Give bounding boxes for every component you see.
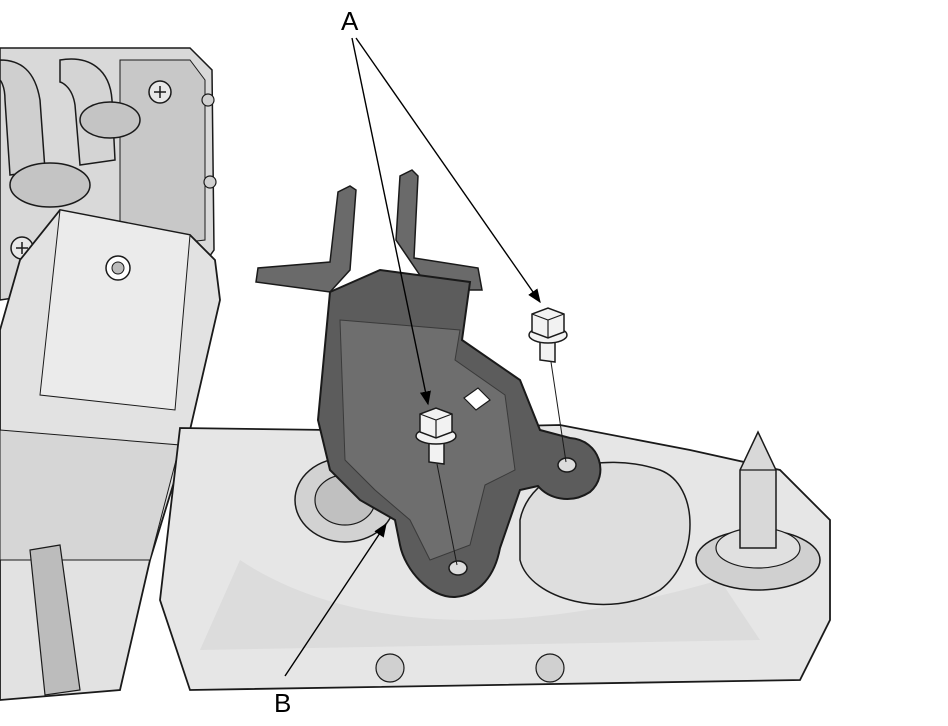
bracket-tab: [395, 169, 483, 291]
leader-line-b: [284, 522, 387, 677]
bracket-bolt-hole: [448, 560, 468, 576]
bracket-slot: [463, 387, 491, 411]
leader-line-a-left: [351, 37, 431, 406]
leader-line-a-right: [355, 37, 541, 304]
dowel-pin: [695, 430, 821, 591]
screw-head: [148, 80, 172, 104]
bolt-a-left: [415, 407, 457, 465]
callout-label-b: B: [274, 688, 291, 718]
bracket-bolt-hole: [557, 457, 577, 473]
bracket-tab: [255, 185, 357, 293]
alignment-line: [550, 361, 567, 463]
bolt-a-right: [528, 307, 568, 363]
callout-label-a: A: [341, 6, 359, 36]
alignment-line: [436, 463, 458, 566]
